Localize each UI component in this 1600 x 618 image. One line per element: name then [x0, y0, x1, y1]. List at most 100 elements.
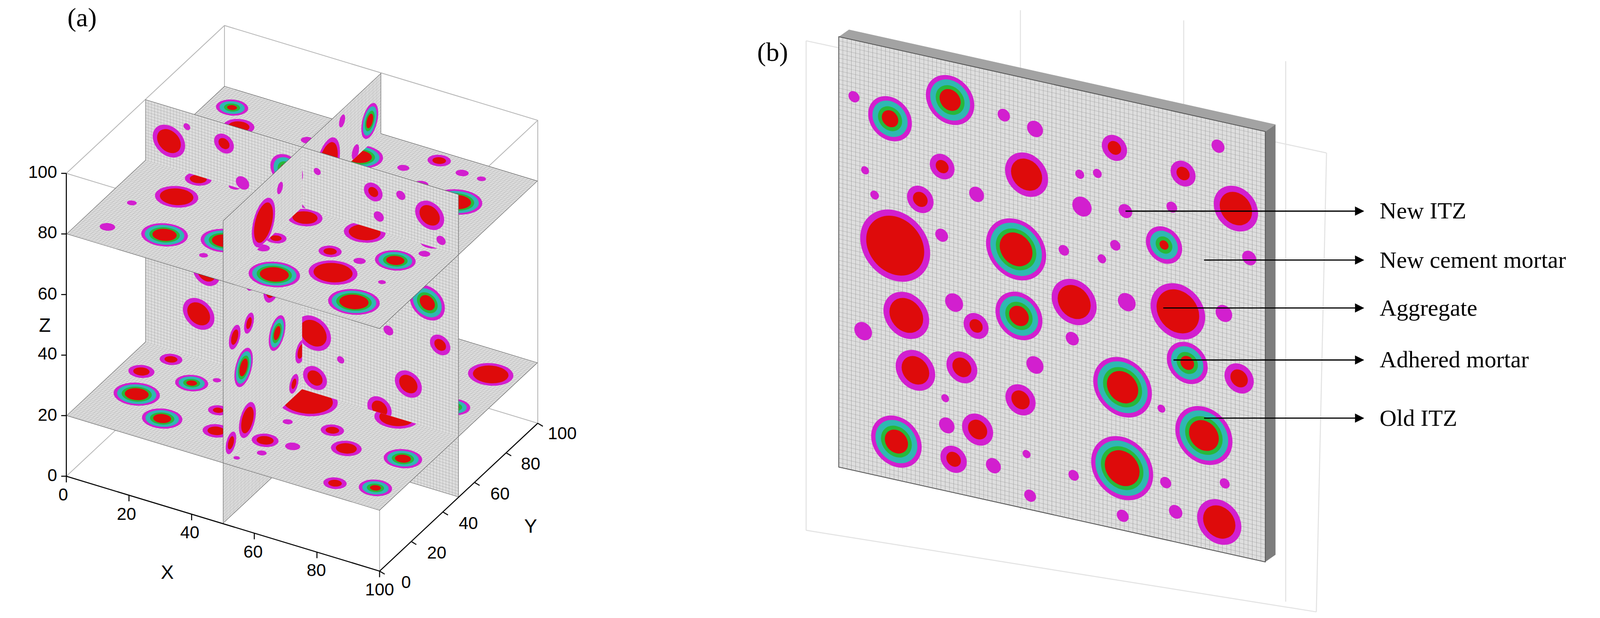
new-itz — [1224, 360, 1254, 397]
aggregate — [1219, 188, 1253, 229]
slice-content — [145, 99, 303, 208]
aggregate — [1188, 417, 1219, 454]
new-itz — [367, 246, 423, 275]
new-itz — [1157, 403, 1166, 414]
aggregate — [912, 190, 928, 209]
aggregate — [227, 434, 234, 452]
new-itz — [269, 403, 289, 460]
old-itz — [272, 413, 286, 450]
plane-outline — [145, 99, 303, 208]
adhered-mortar — [235, 345, 252, 390]
aggregate — [1009, 303, 1030, 329]
adhered-mortar — [110, 380, 164, 408]
aggregate — [368, 483, 383, 492]
aggregate — [1057, 281, 1091, 323]
new-itz — [883, 287, 930, 344]
new-itz — [291, 252, 296, 266]
adhered-mortar — [270, 313, 285, 353]
new-itz — [962, 410, 994, 449]
axis-box-lines — [66, 25, 538, 571]
old-itz — [272, 319, 283, 347]
new-itz — [870, 189, 880, 201]
old-itz — [1155, 234, 1173, 256]
new-itz — [123, 362, 159, 381]
panel-label: (a) — [67, 3, 97, 33]
mesh-plane — [301, 147, 459, 255]
aggregate — [429, 155, 448, 165]
adhered-mortar — [1179, 405, 1229, 466]
new-itz — [1075, 168, 1084, 180]
axis-tick: 20 — [427, 544, 447, 564]
new-itz — [941, 393, 950, 403]
adhered-mortar — [139, 406, 185, 430]
new-itz — [245, 253, 261, 282]
mesh-plane — [145, 99, 303, 208]
adhered-mortar — [137, 221, 192, 249]
aggregate — [1230, 367, 1248, 389]
aggregate — [162, 354, 180, 364]
aggregate — [297, 341, 303, 362]
new-itz — [1093, 167, 1102, 179]
new-itz — [854, 320, 873, 342]
aggregate — [371, 398, 388, 419]
new-itz — [460, 358, 522, 390]
aggregate — [323, 425, 342, 435]
new-itz — [395, 163, 412, 172]
new-itz — [1166, 200, 1177, 214]
new-itz — [925, 70, 975, 130]
axis-tick: 0 — [47, 466, 58, 486]
aggregate — [935, 158, 949, 175]
aggregate — [1159, 239, 1169, 251]
aggregate — [150, 412, 175, 425]
new-itz — [133, 218, 196, 252]
axis-tick: 0 — [58, 486, 69, 506]
new-itz — [945, 291, 964, 314]
faint-frame-lines — [805, 10, 1327, 612]
new-itz — [339, 111, 346, 130]
aggregate — [318, 421, 341, 437]
aggregate — [225, 104, 239, 112]
new-itz — [940, 442, 967, 476]
new-itz — [1241, 249, 1257, 267]
aggregate — [368, 185, 378, 199]
new-itz — [352, 476, 398, 500]
new-itz — [158, 347, 200, 390]
new-itz — [396, 189, 406, 201]
panel-label: (b) — [757, 38, 789, 68]
callout-label: Aggregate — [1379, 294, 1478, 321]
new-itz — [929, 151, 955, 182]
old-itz — [378, 252, 412, 270]
leader-arrow — [1125, 210, 1364, 212]
new-itz — [1145, 222, 1183, 268]
new-itz — [225, 427, 237, 459]
axis-tick: 60 — [37, 284, 58, 304]
new-itz — [316, 422, 348, 439]
old-itz — [417, 289, 438, 316]
aggregate — [253, 434, 277, 447]
new-itz — [946, 348, 978, 387]
old-itz — [877, 103, 902, 134]
new-itz — [1005, 147, 1048, 201]
new-itz — [152, 120, 186, 162]
new-itz — [969, 185, 984, 204]
aggregate — [382, 253, 408, 267]
new-itz — [319, 283, 389, 320]
old-itz — [250, 262, 299, 287]
old-itz — [180, 376, 204, 389]
new-itz — [1023, 488, 1036, 504]
aggregate — [187, 299, 210, 329]
old-itz — [881, 422, 912, 461]
aggregate — [392, 452, 414, 465]
axis-tick: 100 — [28, 164, 58, 183]
old-itz — [1185, 412, 1223, 459]
x-ticks — [66, 476, 380, 577]
new-itz — [263, 253, 283, 282]
aggregate — [218, 136, 230, 151]
leader-arrow — [1173, 359, 1364, 361]
new-itz — [1072, 194, 1092, 219]
axis-tick: 80 — [520, 455, 541, 475]
old-itz — [329, 289, 378, 314]
new-itz — [384, 427, 393, 437]
new-itz — [282, 441, 303, 452]
